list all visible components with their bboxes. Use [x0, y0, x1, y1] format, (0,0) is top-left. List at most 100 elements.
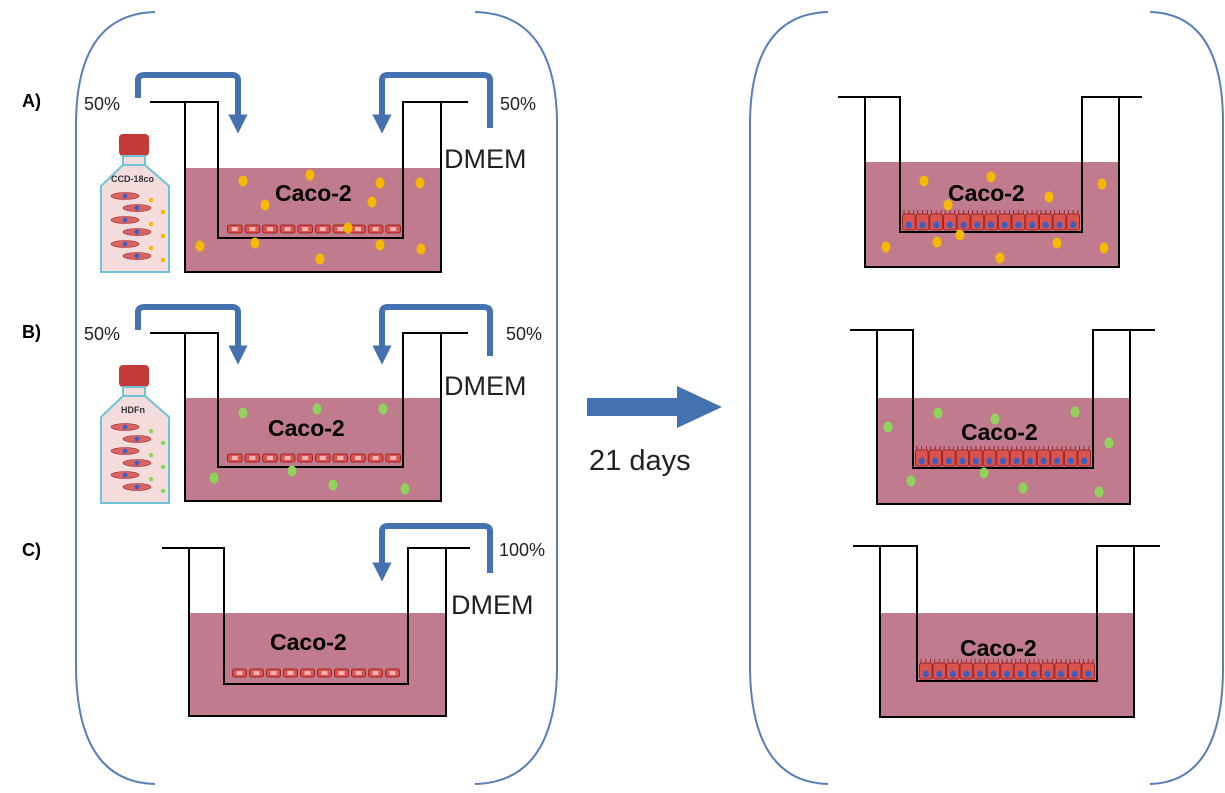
right-panel-outline: [749, 11, 1224, 785]
cell-nucleus: [963, 670, 970, 678]
secreted-factor-dot: [260, 199, 270, 211]
flask-factor-dot: [160, 233, 166, 239]
cell-nucleus: [1031, 670, 1038, 678]
percent-c-right: 100%: [499, 540, 545, 560]
factor-dots: [883, 406, 1114, 498]
arrow-a-left: [135, 72, 248, 134]
cell-nucleus: [355, 456, 361, 460]
well-c-initial: Caco-2: [162, 547, 470, 717]
percent-b-right: 50%: [506, 324, 542, 344]
fibroblast-nucleus: [134, 205, 140, 211]
cell-row: [915, 446, 1092, 467]
cell-nucleus: [1054, 457, 1061, 465]
cell-nucleus: [988, 221, 994, 229]
cell-row: [227, 453, 401, 463]
secreted-factor-dot: [195, 240, 205, 252]
cell-nucleus: [253, 671, 260, 675]
fibroblast-nucleus: [134, 484, 140, 490]
cell-nucleus: [321, 671, 328, 675]
well-a-final: Caco-2: [838, 96, 1142, 268]
secreted-factor-dot: [367, 196, 377, 208]
secreted-factor-dot: [883, 421, 893, 433]
flask-factor-dot: [160, 488, 166, 494]
cell-nucleus: [1067, 457, 1074, 465]
secreted-factor-dot: [933, 407, 943, 419]
flask-b-label: HDFn: [121, 405, 145, 415]
cell-nucleus: [933, 221, 940, 229]
flask-neck: [122, 386, 146, 397]
flask-neck: [122, 155, 146, 166]
factor-dots: [881, 171, 1109, 264]
secreted-factor-dot: [250, 237, 260, 249]
flask-factor-dot: [148, 245, 154, 251]
cell-nucleus: [304, 671, 311, 675]
dmem-c-label: DMEM: [451, 590, 534, 620]
flask-a: CCD-18co: [100, 134, 170, 273]
cell-nucleus: [337, 227, 344, 231]
cell-row: [902, 210, 1081, 231]
cell-nucleus: [236, 671, 243, 675]
cell-nucleus: [372, 456, 379, 460]
cell-nucleus: [231, 227, 238, 231]
well-c-initial-label: Caco-2: [270, 629, 347, 655]
cell-nucleus: [270, 671, 277, 675]
secreted-factor-dot: [416, 243, 426, 255]
cell-nucleus: [302, 227, 309, 231]
secreted-factor-dot: [906, 475, 916, 487]
cell-nucleus: [972, 457, 979, 465]
cell-nucleus: [287, 671, 294, 675]
cell-nucleus: [1027, 457, 1034, 465]
flask-cap: [119, 134, 149, 156]
cell-nucleus: [1000, 457, 1006, 465]
cell-nucleus: [1004, 670, 1010, 678]
fibroblast-nucleus: [134, 229, 140, 235]
secreted-factor-dot: [1044, 191, 1054, 203]
left-panel-outline: [75, 11, 558, 785]
cell-nucleus: [986, 457, 993, 465]
secreted-factor-dot: [209, 472, 219, 484]
fibroblast-nucleus: [134, 436, 140, 442]
cell-row: [919, 659, 1096, 680]
percent-b-left: 50%: [84, 324, 120, 344]
secreted-factor-dot: [919, 175, 929, 187]
cell-nucleus: [355, 227, 361, 231]
cell-nucleus: [1015, 221, 1022, 229]
panel-label-b: B): [22, 322, 41, 342]
flask-factor-dot: [160, 257, 166, 263]
flask-factor-dot: [148, 476, 154, 482]
flask-factor-dot: [160, 464, 166, 470]
secreted-factor-dot: [238, 407, 248, 419]
secreted-factor-dot: [375, 239, 385, 251]
secreted-factor-dot: [1097, 178, 1107, 190]
cell-nucleus: [390, 227, 397, 231]
cell-nucleus: [1070, 221, 1077, 229]
secreted-factor-dot: [881, 241, 891, 253]
secreted-factor-dot: [315, 253, 325, 265]
secreted-factor-dot: [943, 199, 953, 211]
cell-nucleus: [1056, 221, 1063, 229]
cell-nucleus: [945, 457, 952, 465]
factor-dots: [209, 403, 410, 495]
cell-nucleus: [1042, 221, 1049, 229]
cell-nucleus: [1001, 221, 1008, 229]
fibroblast-nucleus: [122, 241, 128, 247]
cell-nucleus: [319, 456, 326, 460]
cell-nucleus: [267, 456, 273, 460]
cell-nucleus: [990, 670, 997, 678]
well-a-initial-label: Caco-2: [275, 180, 352, 206]
cell-nucleus: [905, 221, 912, 229]
cell-nucleus: [284, 227, 291, 231]
cell-row: [232, 668, 400, 678]
cell-nucleus: [932, 457, 939, 465]
cell-nucleus: [284, 456, 291, 460]
cell-nucleus: [372, 671, 379, 675]
cell-nucleus: [1058, 670, 1065, 678]
flask-factor-dot: [148, 197, 154, 203]
factor-dots: [195, 169, 426, 265]
secreted-factor-dot: [1094, 486, 1104, 498]
cell-nucleus: [338, 671, 345, 675]
cell-nucleus: [959, 457, 966, 465]
cell-nucleus: [960, 221, 967, 229]
secreted-factor-dot: [979, 467, 989, 479]
